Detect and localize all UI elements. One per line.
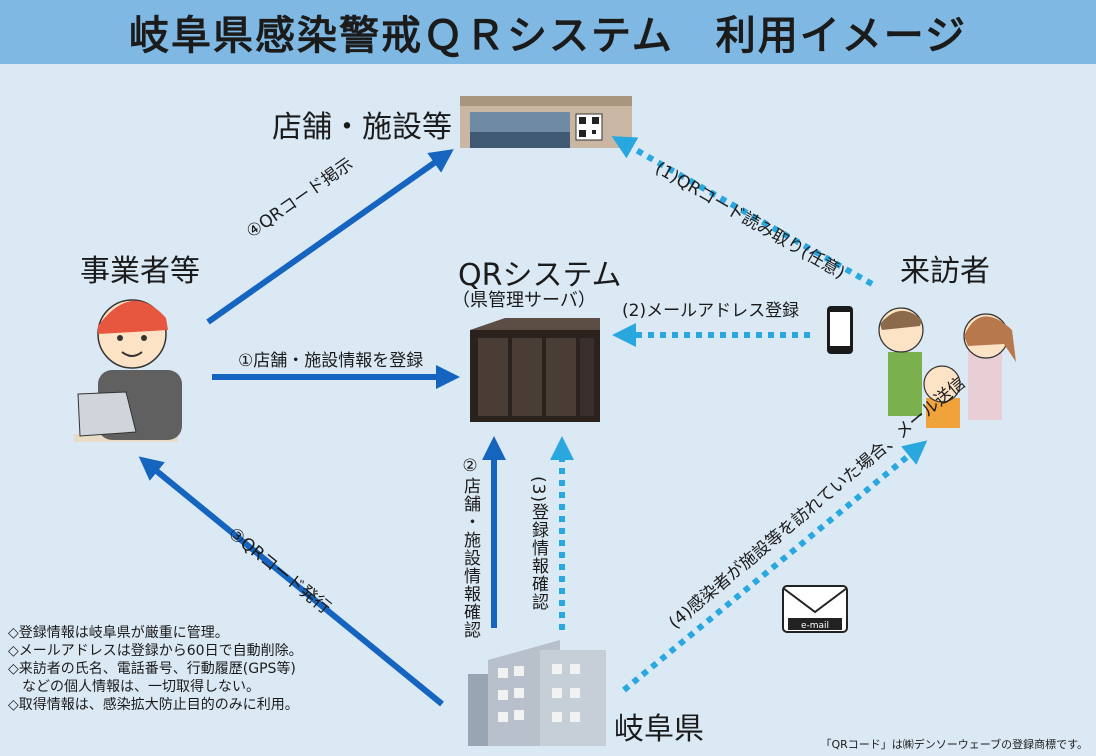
- arrow-post-qr: [206, 149, 454, 325]
- label-confirm-store: ②店舗・施設情報確認: [460, 456, 480, 639]
- business-person-icon: [74, 299, 182, 442]
- label-register-email: (2)メールアドレス登録: [622, 301, 800, 321]
- title-bar: 岐阜県感染警戒ＱＲシステム 利用イメージ: [0, 0, 1096, 64]
- store-label: 店舗・施設等: [272, 110, 452, 145]
- server-icon: [470, 318, 600, 422]
- visitor-label: 来訪者: [900, 254, 990, 289]
- store-building-icon: [460, 96, 632, 148]
- system-subtitle: （県管理サーバ）: [452, 290, 596, 311]
- note-item: ◇メールアドレスは登録から60日で自動削除。: [8, 643, 303, 659]
- diagram-canvas: e-mail: [74, 96, 1016, 746]
- page-title: 岐阜県感染警戒ＱＲシステム 利用イメージ: [129, 13, 967, 59]
- prefecture-label: 岐阜県: [614, 712, 704, 747]
- prefecture-building-icon: [468, 640, 606, 746]
- notes-list: ◇登録情報は岐阜県が厳重に管理。 ◇メールアドレスは登録から60日で自動削除。 …: [8, 624, 303, 714]
- note-item: ◇登録情報は岐阜県が厳重に管理。: [8, 625, 229, 641]
- note-item: ◇来訪者の氏名、電話番号、行動履歴(GPS等): [8, 661, 296, 677]
- visitor-family-icon: [878, 307, 1016, 428]
- email-label: e-mail: [801, 621, 829, 631]
- email-envelope-icon: [782, 585, 848, 633]
- arrow-issue-qr: [138, 456, 444, 707]
- smartphone-icon: [827, 306, 853, 354]
- business-label: 事業者等: [80, 254, 200, 289]
- note-item: などの個人情報は、一切取得しない。: [8, 679, 260, 695]
- system-title: QRシステム: [458, 258, 622, 293]
- arrow-notify: [622, 440, 928, 693]
- note-item: ◇取得情報は、感染拡大防止目的のみに利用。: [8, 697, 299, 713]
- label-register-store: ①店舗・施設情報を登録: [238, 351, 424, 371]
- trademark-footnote: 「QRコード」は㈱デンソーウェーブの登録商標です。: [820, 738, 1088, 751]
- label-confirm-registration: (3)登録情報確認: [528, 476, 548, 612]
